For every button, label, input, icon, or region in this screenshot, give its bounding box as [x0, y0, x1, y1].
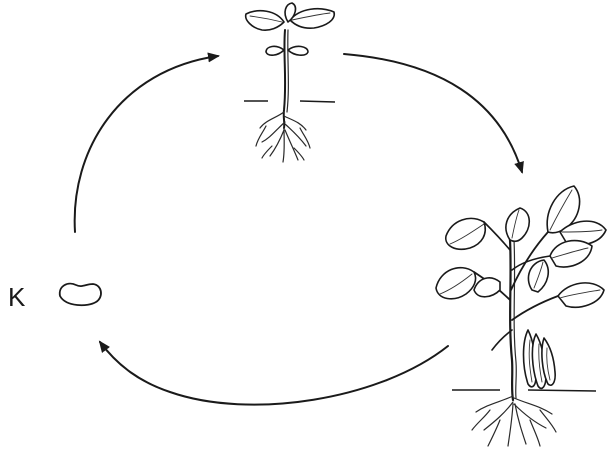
arrow-seedling-to-mature-plant	[344, 54, 522, 172]
arrow-mature-plant-to-seed	[100, 342, 448, 405]
seedling	[244, 3, 335, 162]
arrow-seed-to-seedling	[75, 56, 218, 232]
mature-bean-plant	[436, 186, 606, 446]
bean-pods	[524, 330, 556, 388]
bean-seed	[60, 284, 101, 306]
mature-plant-roots	[472, 396, 556, 446]
stage-label-k: K	[8, 282, 26, 312]
